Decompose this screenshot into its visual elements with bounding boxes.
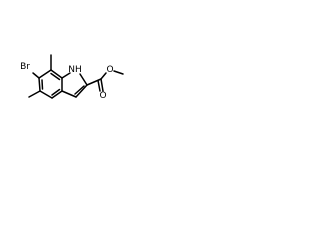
bond-c6-c7-inner xyxy=(50,72,61,81)
bond-c3-c3a xyxy=(61,90,77,98)
bond-c7a-c3a-inner xyxy=(51,88,61,96)
bond-c4-methyl xyxy=(28,90,41,98)
molecule-structure: Br NH O O xyxy=(20,54,124,101)
bond-c4-c5 xyxy=(38,77,41,92)
bond-c7a-c3a xyxy=(51,90,63,99)
bond-carbonyl-o-double xyxy=(100,78,104,92)
bond-c5-bromine xyxy=(32,72,40,79)
bond-o-methyl xyxy=(113,70,124,75)
ester-oxygen-single-label: O xyxy=(106,65,113,75)
bond-carbonyl-o-double-second xyxy=(97,79,101,92)
ester-oxygen-double-label: O xyxy=(99,91,106,101)
bond-c2-carbonyl xyxy=(86,78,102,86)
bond-c3a-c4 xyxy=(39,90,53,99)
bond-c6-c7 xyxy=(50,69,63,79)
nh-label: NH xyxy=(68,65,82,75)
bond-c5-c6 xyxy=(38,69,52,79)
benzene-ring xyxy=(38,69,63,99)
bond-c2-c3-inner xyxy=(74,85,85,95)
methyl-ester-group xyxy=(86,70,124,92)
pyrrole-ring xyxy=(61,72,88,98)
bond-c2-c3 xyxy=(75,84,88,98)
bond-n1-c2 xyxy=(79,73,88,86)
bond-c7a-n1 xyxy=(61,72,71,79)
bond-carbonyl-o-single xyxy=(100,72,107,80)
bromine-label: Br xyxy=(20,62,30,72)
bond-c4-c5-inner xyxy=(41,79,44,90)
